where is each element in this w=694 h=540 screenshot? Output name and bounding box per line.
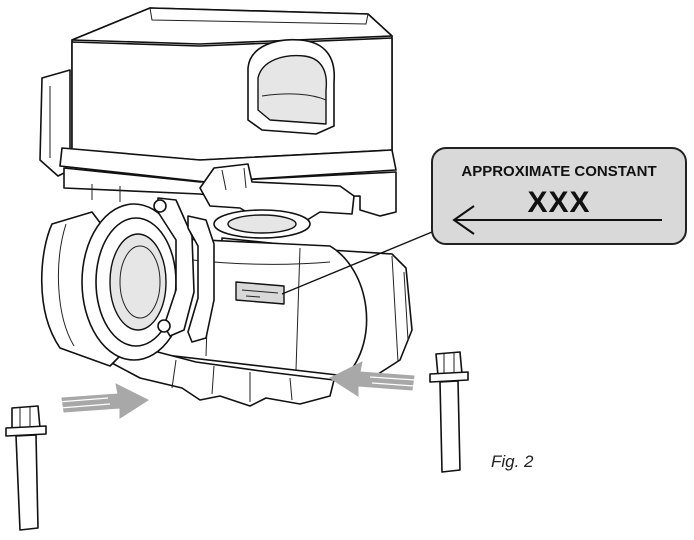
callout-leader	[281, 231, 433, 295]
body-label	[235, 281, 285, 305]
approximate-constant-label: APPROXIMATE CONSTANT XXX	[431, 147, 687, 245]
valve-body	[40, 197, 413, 407]
bolt-icon	[5, 405, 47, 531]
bolt-icon	[429, 351, 469, 473]
label-code: XXX	[527, 186, 590, 219]
label-title: APPROXIMATE CONSTANT	[461, 163, 656, 180]
figure-caption: Fig. 2	[491, 452, 534, 471]
flow-arrow-right	[328, 361, 417, 397]
flow-arrow-left	[57, 383, 150, 419]
left-arrow-icon	[452, 205, 662, 235]
